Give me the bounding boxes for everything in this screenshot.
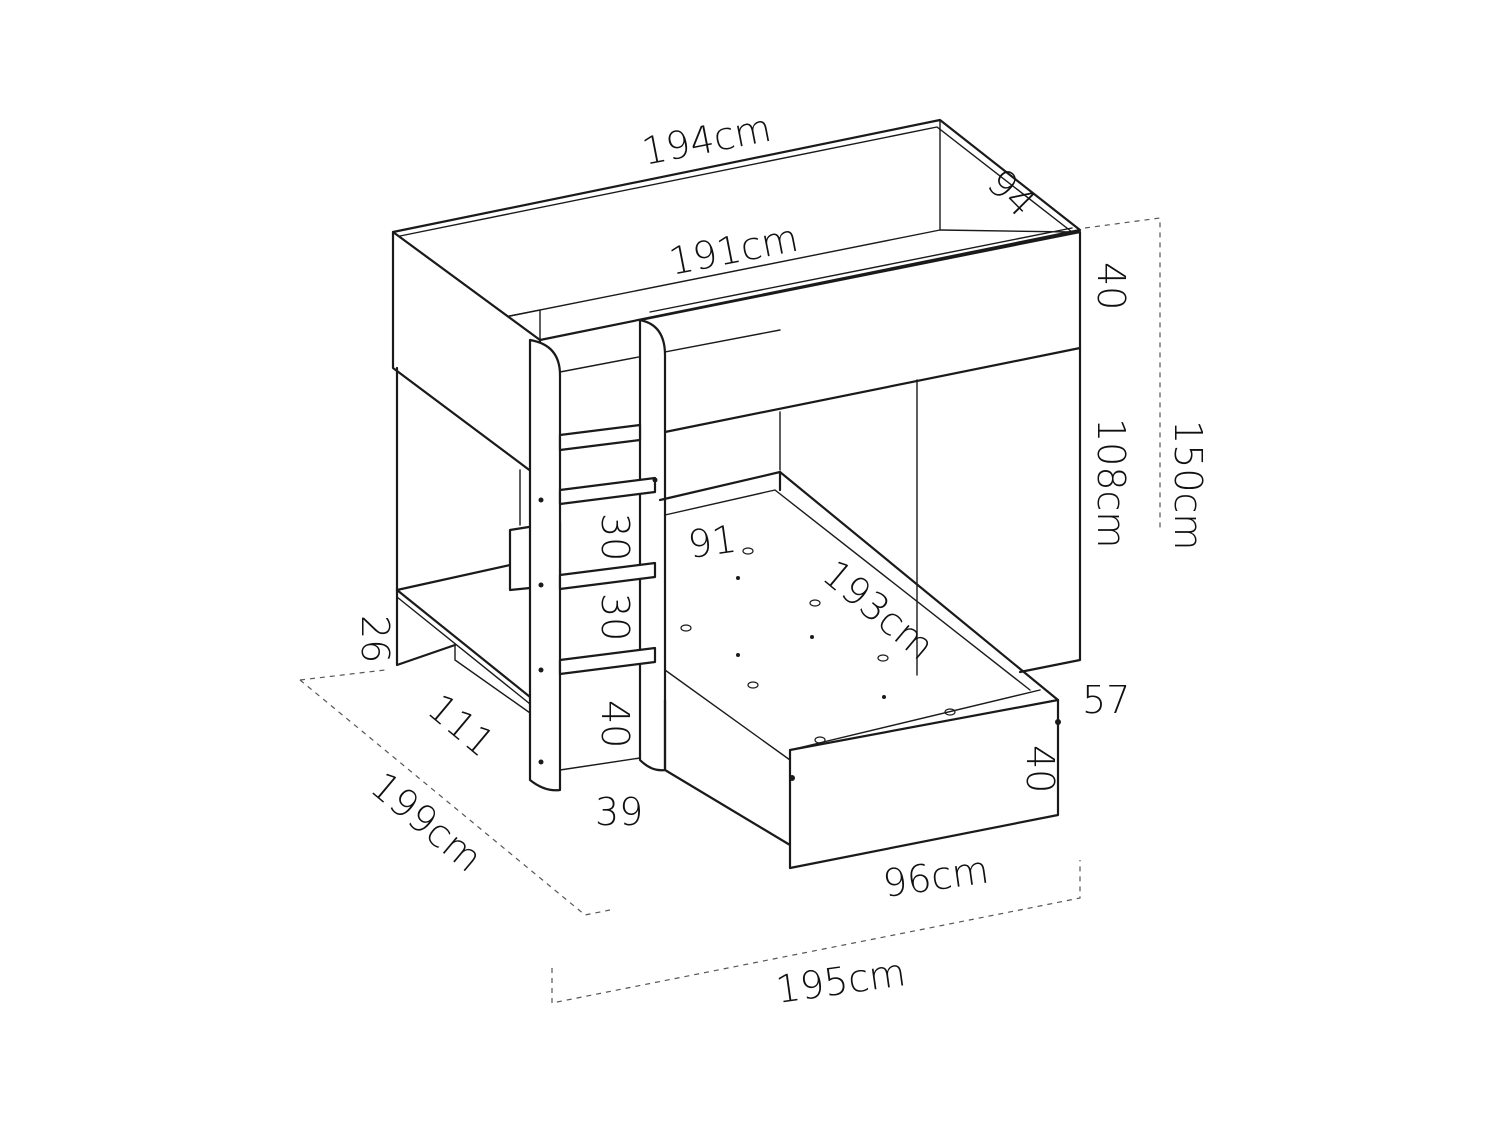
- dimension-guides: [299, 217, 1161, 1004]
- label-lower-bed-width: 91: [685, 517, 739, 567]
- label-top-rail-height: 40: [1089, 262, 1133, 310]
- label-ladder-bottom: 40: [593, 700, 637, 748]
- label-upper-clearance: 108cm: [1089, 418, 1133, 548]
- upper-bed: [391, 118, 1082, 676]
- label-overall-depth: 199cm: [362, 763, 490, 881]
- label-ladder-width: 39: [595, 790, 643, 834]
- label-overall-width: 195cm: [773, 950, 908, 1012]
- label-lower-bed-front: 40: [1018, 745, 1062, 793]
- lower-bed: [658, 470, 1061, 870]
- label-ladder-step-1: 30: [593, 513, 637, 561]
- label-side-depth: 111: [419, 685, 503, 765]
- ladder: [528, 318, 667, 792]
- label-lower-bed-outer-width: 96cm: [880, 848, 991, 906]
- label-top-depth: 94: [979, 160, 1044, 225]
- label-lower-bed-height: 57: [1082, 678, 1130, 722]
- label-lower-bed-length: 193cm: [814, 551, 942, 669]
- label-total-height: 150cm: [1166, 420, 1210, 550]
- label-ladder-step-2: 30: [593, 593, 637, 641]
- label-top-inner-length: 191cm: [665, 216, 801, 284]
- label-side-shelf-height: 26: [353, 615, 397, 663]
